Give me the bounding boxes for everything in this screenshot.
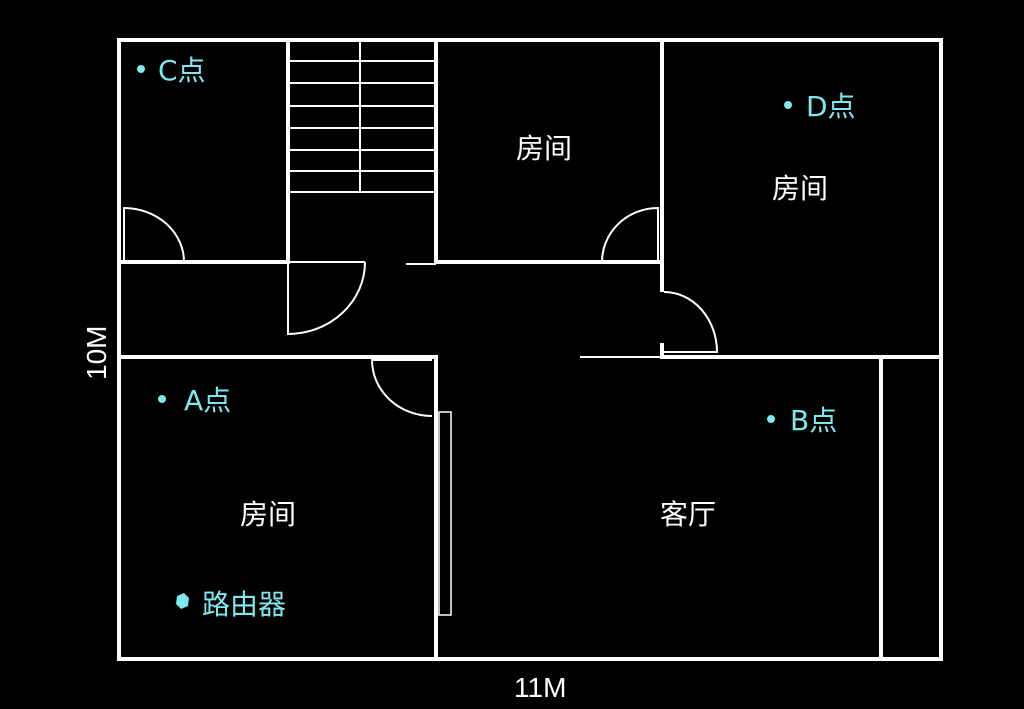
- dot-icon: [137, 65, 145, 73]
- staircase: [288, 42, 436, 193]
- point-d: D点: [784, 90, 856, 123]
- point-a: A点: [158, 384, 231, 417]
- room-label-top-middle: 房间: [516, 132, 572, 165]
- point-c-label: C点: [158, 54, 206, 87]
- room-label-bottom-left: 房间: [240, 498, 296, 531]
- dot-icon: [784, 101, 792, 109]
- door-swings: [123, 206, 719, 417]
- router-label: 路由器: [202, 588, 286, 621]
- room-label-top-right: 房间: [772, 172, 828, 205]
- point-b-label: B点: [790, 404, 837, 437]
- point-d-label: D点: [806, 90, 856, 123]
- dot-icon: [158, 395, 166, 403]
- hexagon-icon: [176, 593, 189, 609]
- outer-wall: [117, 38, 943, 661]
- interior-walls: [117, 38, 943, 661]
- point-b: B点: [767, 404, 837, 437]
- point-a-label: A点: [184, 384, 231, 417]
- point-c: C点: [137, 54, 206, 87]
- room-label-living-room: 客厅: [660, 498, 716, 531]
- width-dimension-label: 11M: [514, 672, 566, 703]
- dot-icon: [767, 415, 775, 423]
- router: 路由器: [176, 588, 286, 621]
- height-dimension-label: 10M: [81, 326, 112, 380]
